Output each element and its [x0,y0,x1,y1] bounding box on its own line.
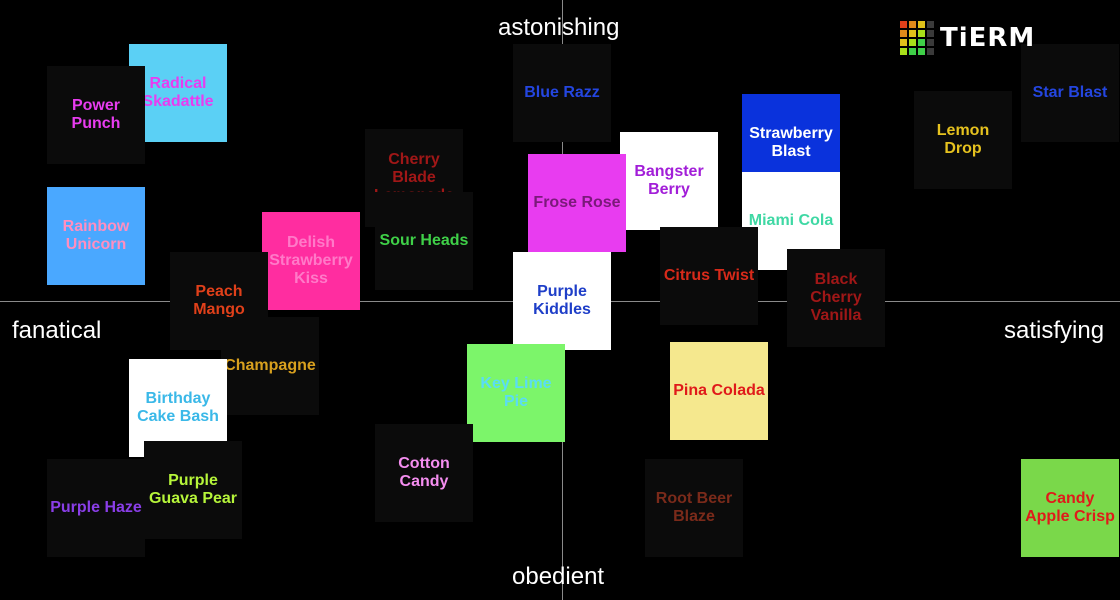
logo-square [918,48,925,55]
tile-pina-colada[interactable]: Pina Colada [670,342,768,440]
tile-delish-strawberry-kiss[interactable]: Delish Strawberry Kiss [262,212,360,310]
axis-label-right: satisfying [1004,317,1105,344]
axis-label-left: fanatical [12,317,102,344]
tile-bangster-berry[interactable]: Bangster Berry [620,132,718,230]
axis-label-bottom: obedient [512,563,605,590]
tile-blue-razz[interactable]: Blue Razz [513,44,611,142]
tile-sour-heads[interactable]: Sour Heads [375,192,473,290]
tile-key-lime-pie[interactable]: Key Lime Pie [467,344,565,442]
tile-champagne[interactable]: Champagne [221,317,319,415]
logo-square [900,48,907,55]
tile-star-blast[interactable]: Star Blast [1021,44,1119,142]
tile-citrus-twist[interactable]: Citrus Twist [660,227,758,325]
axis-label-top: astonishing [498,14,620,41]
logo-square [900,21,907,28]
tile-frose-rose[interactable]: Frose Rose [528,154,626,252]
tiermaker-logo: TiERM [900,21,1035,55]
tile-root-beer-blaze[interactable]: Root Beer Blaze [645,459,743,557]
logo-square [927,48,934,55]
tile-purple-guava-pear[interactable]: Purple Guava Pear [144,441,242,539]
logo-icon [900,21,934,55]
logo-square [909,39,916,46]
logo-square [927,21,934,28]
tile-rainbow-unicorn[interactable]: Rainbow Unicorn [47,187,145,285]
logo-square [900,39,907,46]
logo-square [918,39,925,46]
tile-purple-kiddles[interactable]: Purple Kiddles [513,252,611,350]
logo-square [909,48,916,55]
tile-power-punch[interactable]: Power Punch [47,66,145,164]
logo-square [909,30,916,37]
tile-candy-apple-crisp[interactable]: Candy Apple Crisp [1021,459,1119,557]
tile-black-cherry-vanilla[interactable]: Black Cherry Vanilla [787,249,885,347]
tile-radical-skadattle[interactable]: Radical Skadattle [129,44,227,142]
tile-purple-haze[interactable]: Purple Haze [47,459,145,557]
logo-square [927,39,934,46]
logo-square [909,21,916,28]
tile-cotton-candy[interactable]: Cotton Candy [375,424,473,522]
logo-square [900,30,907,37]
tile-lemon-drop[interactable]: Lemon Drop [914,91,1012,189]
logo-square [927,30,934,37]
tile-birthday-cake-bash[interactable]: Birthday Cake Bash [129,359,227,457]
logo-square [918,21,925,28]
logo-square [918,30,925,37]
logo-text: TiERM [940,23,1036,53]
